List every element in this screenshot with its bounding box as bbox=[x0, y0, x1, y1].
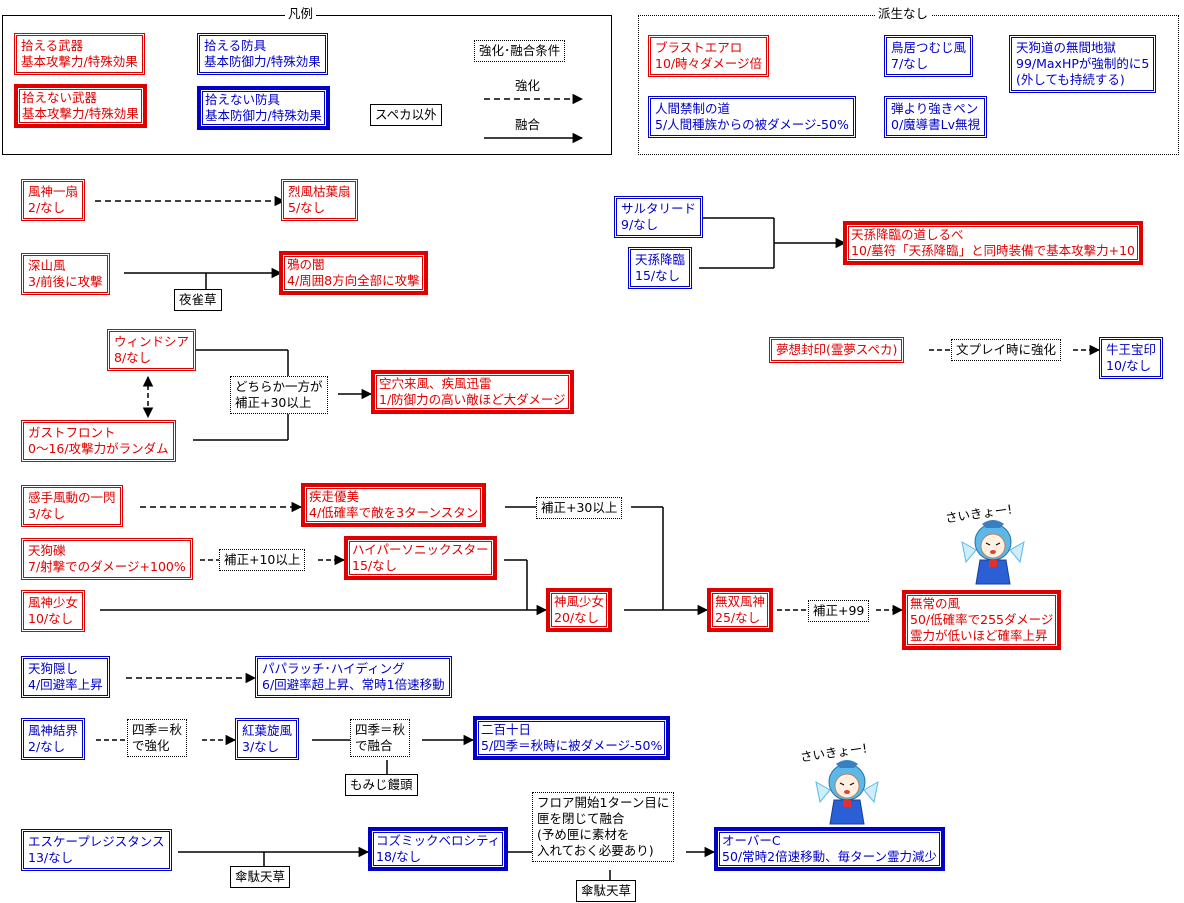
item-tengu-hell: 天狗道の無間地獄 99/MaxHPが強制的に5 (外しても持続する) bbox=[1009, 35, 1157, 93]
legend-non-spell: スペカ以外 bbox=[370, 104, 442, 126]
item-goou: 牛王宝印 10/なし bbox=[1099, 337, 1164, 379]
item-escape: エスケープレジスタンス 13/なし bbox=[21, 829, 172, 871]
cond-hosei10: 補正+10以上 bbox=[219, 549, 306, 571]
item-muso-fujin: 無双風神 25/なし bbox=[707, 588, 774, 632]
cond-hosei99: 補正+99 bbox=[808, 600, 870, 622]
item-tenson-korin: 天孫降臨 15/なし bbox=[628, 247, 693, 289]
cirno-chibi-1 bbox=[961, 520, 1025, 585]
item-mujo: 無常の風 50/低確率で255ダメージ 霊力が低いほど確率上昇 bbox=[902, 590, 1062, 650]
legend-fusion-label: 融合 bbox=[515, 117, 541, 132]
item-blast-aero: ブラストエアロ 10/時々ダメージ倍 bbox=[648, 35, 769, 77]
item-tengu-tsubute: 天狗礫 7/射撃でのダメージ+100% bbox=[21, 538, 193, 580]
cirno-chibi-2 bbox=[815, 760, 879, 825]
material-karakasa-1: 傘駄天草 bbox=[230, 866, 291, 888]
item-human-ban: 人間禁制の道 5/人間種族からの被ダメージ-50% bbox=[648, 96, 856, 138]
item-wind-sea: ウィンドシア 8/なし bbox=[107, 329, 197, 371]
item-pen: 弾より強きペン 0/魔導書Lv無視 bbox=[884, 96, 988, 138]
item-reppu: 烈風枯葉扇 5/なし bbox=[281, 179, 358, 221]
material-momiji: もみじ饅頭 bbox=[345, 774, 418, 796]
cond-floor-start: フロア開始1ターン目に 匣を閉じて融合 (予め匣に素材を 入れておく必要あり) bbox=[532, 792, 675, 862]
item-karasu: 鴉の闇 4/周囲8方向全部に攻撃 bbox=[279, 251, 428, 295]
legend-strengthen-label: 強化 bbox=[515, 78, 541, 93]
item-fujin-issen: 風神一扇 2/なし bbox=[21, 179, 86, 221]
item-nihyaku: 二百十日 5/四季＝秋時に被ダメージ-50% bbox=[473, 716, 671, 760]
legend-title: 凡例 bbox=[285, 6, 317, 22]
item-gust-front: ガストフロント 0～16/攻撃力がランダム bbox=[21, 420, 176, 462]
item-tengu-kakushi: 天狗隠し 4/回避率上昇 bbox=[21, 656, 110, 698]
item-fujin-kekkai: 風神結界 2/なし bbox=[21, 718, 86, 760]
material-yasuzaku: 夜雀草 bbox=[174, 289, 222, 311]
legend-pickable-armor: 拾える防具 基本防御力/特殊効果 bbox=[197, 33, 328, 75]
item-kanshu: 感手風動の一閃 3/なし bbox=[21, 485, 123, 527]
material-karakasa-2: 傘駄天草 bbox=[576, 880, 637, 902]
item-fujin-shojo: 風神少女 10/なし bbox=[21, 590, 86, 632]
item-shinpu-shojo: 神風少女 20/なし bbox=[546, 588, 613, 632]
item-tenson-michi: 天孫降臨の道しるべ 10/墓符「天孫降臨」と同時装備で基本攻撃力+10 bbox=[843, 221, 1143, 265]
item-over-c: オーバーC 50/常時2倍速移動、毎ターン霊力減少 bbox=[714, 827, 945, 871]
legend-unpickable-armor: 拾えない防具 基本防御力/特殊効果 bbox=[197, 86, 330, 130]
cond-autumn-strengthen: 四季＝秋 で強化 bbox=[127, 719, 188, 757]
item-cosmic: コズミックベロシティ 18/なし bbox=[368, 827, 509, 871]
legend-pickable-weapon: 拾える武器 基本攻撃力/特殊効果 bbox=[14, 33, 145, 75]
item-muso-fuin: 夢想封印(霊夢スペカ) bbox=[769, 337, 905, 363]
item-shisso: 疾走優美 4/低確率で敵を3ターンスタン bbox=[301, 483, 487, 527]
no-derivation-title: 派生なし bbox=[875, 6, 932, 22]
legend-unpickable-weapon: 拾えない武器 基本攻撃力/特殊効果 bbox=[14, 84, 147, 128]
item-torii: 鳥居つむじ風 7/なし bbox=[884, 35, 974, 77]
cond-autumn-fusion: 四季＝秋 で融合 bbox=[350, 719, 411, 757]
item-sarutaride: サルタリード 9/なし bbox=[614, 196, 704, 238]
legend-condition: 強化･融合条件 bbox=[474, 40, 566, 62]
cond-replay: 文プレイ時に強化 bbox=[951, 339, 1062, 361]
item-hypersonic: ハイパーソニックスター 15/なし bbox=[344, 536, 497, 580]
item-paparazzi: パパラッチ･ハイディング 6/回避率超上昇、常時1倍速移動 bbox=[255, 656, 452, 698]
cond-either-hosei30: どちらか一方が 補正+30以上 bbox=[230, 376, 328, 414]
cond-hosei30: 補正+30以上 bbox=[536, 497, 623, 519]
item-kuketsu: 空穴来風、疾風迅雷 1/防御力の高い敵ほど大ダメージ bbox=[371, 370, 574, 414]
item-koyo: 紅葉旋風 3/なし bbox=[235, 718, 300, 760]
item-shinzan: 深山風 3/前後に攻撃 bbox=[21, 253, 110, 295]
